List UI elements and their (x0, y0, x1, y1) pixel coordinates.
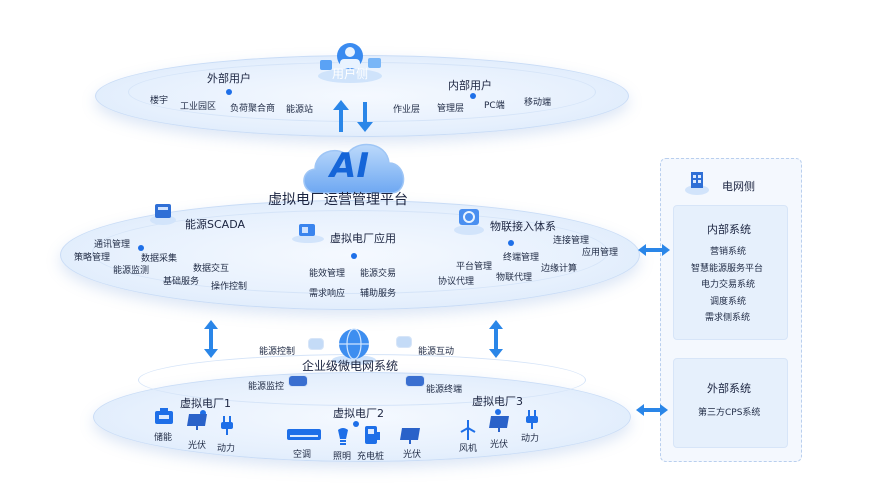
plant1-label: 虚拟电厂1 (180, 397, 231, 410)
solar-icon (489, 416, 509, 432)
internal-users-label: 内部用户 (448, 79, 492, 92)
plant2-dot (353, 421, 359, 427)
scada-item: 操作控制 (211, 282, 248, 292)
grid-building-icon (685, 172, 709, 195)
grid-internal-item: 调度系统 (710, 297, 747, 307)
vpp-app-item: 能源交易 (360, 269, 397, 279)
iot-item: 协议代理 (438, 277, 475, 287)
scada-item: 通讯管理 (94, 240, 131, 250)
grid-external-item: 第三方CPS系统 (698, 408, 761, 418)
internal-user-item: 管理层 (437, 104, 465, 114)
vpp-app-item: 需求响应 (309, 289, 346, 299)
scada-dot (138, 245, 144, 251)
grid-side-title: 电网侧 (722, 180, 755, 193)
microgrid-label: 能源控制 (259, 347, 296, 357)
plant3-item: 动力 (521, 434, 540, 444)
grid-internal-item: 电力交易系统 (701, 280, 756, 290)
scada-item: 能源监测 (113, 266, 150, 276)
scada-label: 能源SCADA (185, 218, 245, 231)
iot-dot (508, 240, 514, 246)
plant1-item: 光伏 (188, 441, 207, 451)
plant2-item: 空调 (293, 450, 312, 460)
scada-item: 基础服务 (163, 277, 200, 287)
charging-pile-icon (365, 426, 380, 444)
iot-item: 连接管理 (553, 236, 590, 246)
microgrid-globe-icon (332, 328, 376, 365)
grid-external-label: 外部系统 (707, 382, 751, 395)
plant3-dot (495, 409, 501, 415)
iot-item: 边缘计算 (541, 264, 578, 274)
grid-external-box (673, 358, 788, 448)
grid-internal-item: 智慧能源服务平台 (691, 264, 764, 274)
scada-item: 策略管理 (74, 253, 111, 263)
external-users-dot (226, 89, 232, 95)
external-user-item: 楼宇 (150, 96, 169, 106)
platform-grid-arrow (638, 244, 670, 256)
plant2-item: 充电桩 (357, 452, 385, 462)
iot-item: 应用管理 (582, 248, 619, 258)
solar-panel-icon (405, 375, 425, 387)
iot-label: 物联接入体系 (490, 220, 556, 233)
plant1-item: 动力 (217, 444, 236, 454)
vpp-app-item: 辅助服务 (360, 289, 397, 299)
plant1-dot (200, 410, 206, 416)
iot-item: 平台管理 (456, 262, 493, 272)
scada-item: 数据交互 (193, 264, 230, 274)
plug-icon (221, 416, 233, 435)
external-user-item: 负荷聚合商 (230, 104, 276, 114)
internal-user-item: PC端 (484, 101, 505, 111)
platform-layer-inner-ring (92, 210, 608, 294)
user-platform-arrows (333, 100, 373, 132)
microgrid-grid-arrow (636, 404, 668, 416)
plant3-item: 风机 (459, 444, 478, 454)
ai-cloud-icon (303, 143, 405, 194)
plant2-label: 虚拟电厂2 (333, 407, 384, 420)
platform-microgrid-arrow-right (489, 320, 503, 358)
plant3-label: 虚拟电厂3 (472, 395, 523, 408)
external-user-item: 能源站 (286, 105, 314, 115)
solar-icon (400, 428, 420, 444)
microgrid-label: 能源监控 (248, 382, 285, 392)
external-users-label: 外部用户 (207, 72, 251, 85)
grid-internal-item: 需求侧系统 (705, 313, 751, 323)
device-icon (396, 336, 412, 348)
grid-internal-label: 内部系统 (707, 223, 751, 236)
vpp-app-dot (351, 253, 357, 259)
plant2-item: 光伏 (403, 450, 422, 460)
air-conditioner-icon (287, 429, 321, 440)
grid-internal-item: 营销系统 (710, 247, 747, 257)
plant2-item: 照明 (333, 452, 352, 462)
internal-user-item: 作业层 (393, 105, 421, 115)
vpp-app-item: 能效管理 (309, 269, 346, 279)
plug-icon (526, 410, 538, 429)
user-cloud-icon (318, 43, 382, 83)
scada-icon (150, 204, 176, 225)
microgrid-label: 能源终端 (426, 385, 463, 395)
solar-icon (187, 414, 207, 430)
platform-title: 虚拟电厂运营管理平台 (268, 192, 408, 208)
plant1-item: 储能 (154, 433, 173, 443)
solar-panel-icon (288, 375, 308, 387)
battery-icon (155, 408, 173, 424)
platform-microgrid-arrow-left (204, 320, 218, 358)
microgrid-title: 企业级微电网系统 (302, 359, 399, 373)
external-user-item: 工业园区 (180, 102, 217, 112)
scada-item: 数据采集 (141, 254, 178, 264)
wind-turbine-icon (460, 420, 476, 440)
user-layer-inner-ring (128, 62, 596, 122)
vpp-app-icon (292, 224, 324, 243)
iot-item: 物联代理 (496, 273, 533, 283)
vpp-app-label: 虚拟电厂应用 (330, 232, 396, 245)
internal-user-item: 移动端 (524, 98, 552, 108)
user-layer-title: 用户侧 (332, 67, 369, 81)
iot-item: 终端管理 (503, 253, 540, 263)
device-icon (308, 338, 324, 350)
grid-internal-box (673, 205, 788, 340)
lamp-icon (338, 428, 348, 445)
microgrid-label: 能源互动 (418, 347, 455, 357)
ai-badge: AI (330, 146, 369, 186)
internal-users-dot (470, 93, 476, 99)
iot-icon (454, 209, 484, 235)
plant3-item: 光伏 (490, 440, 509, 450)
